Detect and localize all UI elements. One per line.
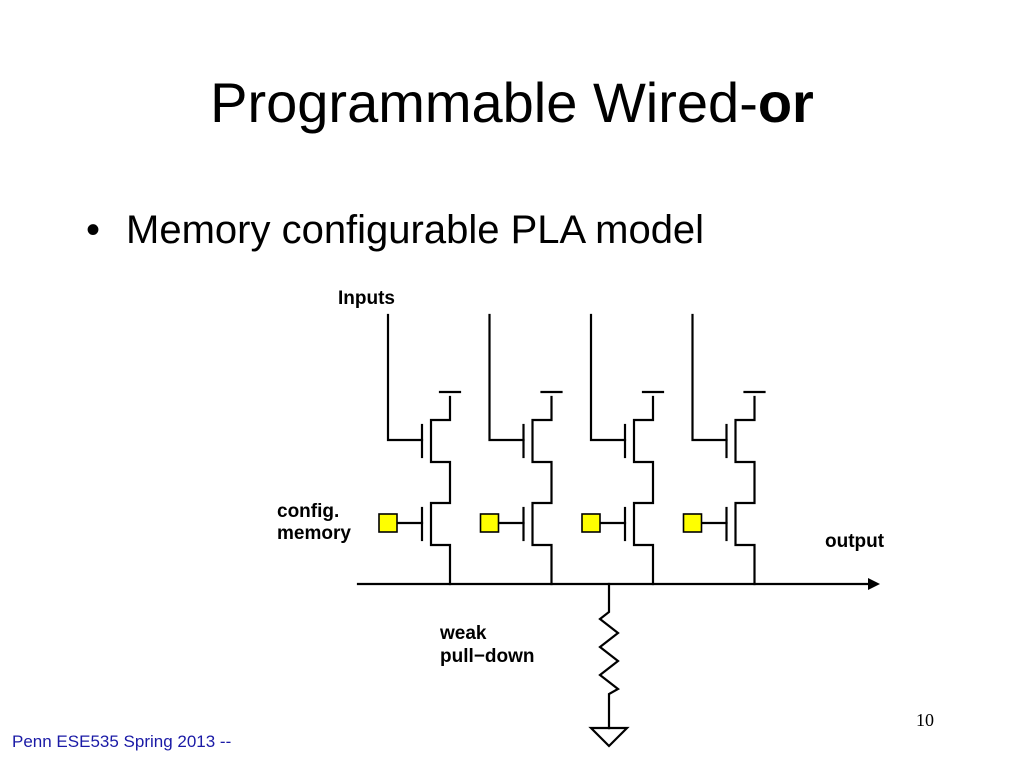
footer-text: Penn ESE535 Spring 2013 -- — [12, 732, 232, 751]
input-line — [386, 313, 424, 442]
input-line — [589, 313, 627, 442]
bullet-dot-icon: • — [86, 208, 101, 252]
slide-title-bold: or — [757, 71, 814, 134]
label-output: output — [825, 531, 885, 552]
ground-icon — [588, 726, 630, 748]
config-memory-cell — [378, 513, 398, 533]
label-inputs: Inputs — [338, 288, 395, 309]
slide-title-main: Programmable Wired- — [210, 71, 758, 134]
label-config-memory-line1: config. — [277, 501, 339, 522]
input-line — [691, 313, 728, 442]
config-memory-cell — [581, 513, 601, 533]
transistor-channel — [734, 395, 756, 586]
transistor-channel — [632, 395, 655, 586]
bullet-list: • Memory configurable PLA model — [86, 206, 704, 254]
transistor-channel — [429, 395, 452, 586]
pull-down-resistor — [598, 582, 620, 730]
label-weak-pull-down-line2: pull−down — [440, 646, 534, 667]
label-weak-pull-down-line1: weak — [439, 623, 487, 644]
slide-title: Programmable Wired-or — [0, 72, 1024, 134]
label-config-memory-line2: memory — [277, 523, 351, 544]
bullet-item: • Memory configurable PLA model — [86, 206, 704, 254]
output-arrow-icon — [868, 578, 880, 590]
bullet-text: Memory configurable PLA model — [126, 208, 705, 252]
config-memory-cell — [479, 513, 500, 533]
page-number: 10 — [916, 710, 934, 730]
transistor-channel — [531, 395, 553, 586]
input-line — [488, 313, 525, 442]
config-memory-cell — [682, 513, 703, 533]
